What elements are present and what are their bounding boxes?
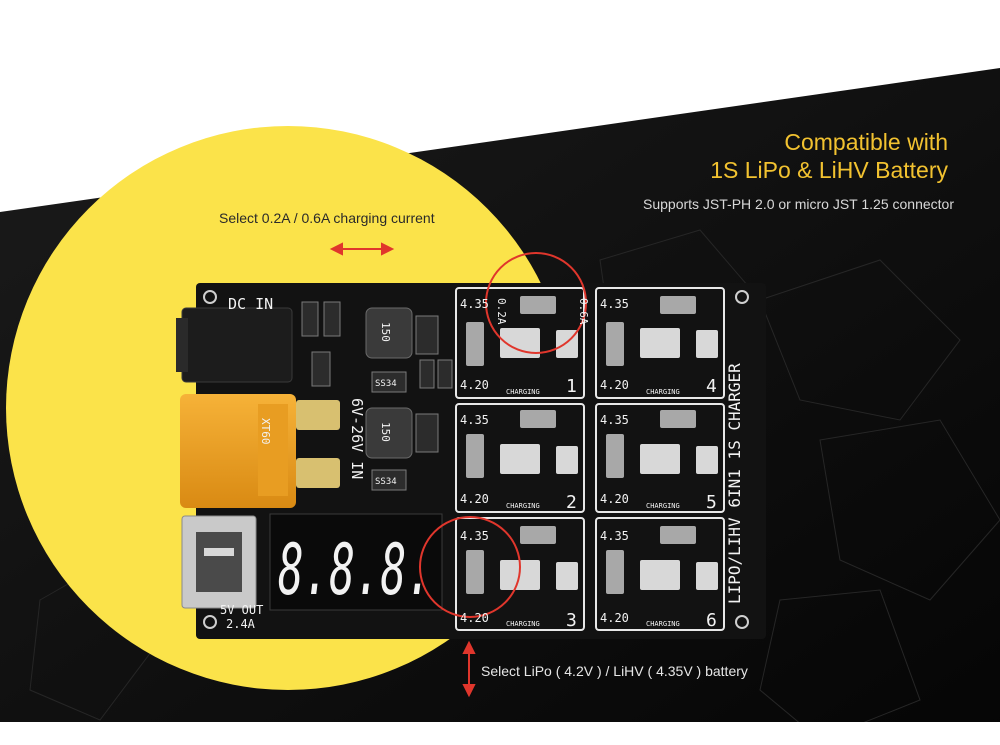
- charger-board: [176, 283, 766, 639]
- charging-current-caption: Select 0.2A / 0.6A charging current: [219, 210, 435, 226]
- voltage-420-label: 4.20: [600, 492, 629, 506]
- voltage-435-label: 4.35: [460, 297, 489, 311]
- channel-number: 4: [706, 376, 717, 397]
- dc-in-label: DC IN: [228, 295, 273, 313]
- battery-switch-highlight: [419, 516, 521, 618]
- voltage-435-label: 4.35: [600, 413, 629, 427]
- xt60-label: XT60: [259, 418, 272, 445]
- charging-label: CHARGING: [506, 620, 540, 628]
- current-switch-highlight: [485, 252, 587, 354]
- voltage-420-label: 4.20: [460, 611, 489, 625]
- connector-support-text: Supports JST-PH 2.0 or micro JST 1.25 co…: [643, 196, 954, 212]
- headline-line-2: 1S LiPo & LiHV Battery: [710, 157, 948, 183]
- voltage-420-label: 4.20: [460, 378, 489, 392]
- voltage-420-label: 4.20: [460, 492, 489, 506]
- inductor: [365, 407, 413, 459]
- side-label: LIPO/LIHV 6IN1 1S CHARGER: [725, 363, 744, 604]
- charging-label: CHARGING: [646, 502, 680, 510]
- usb-out-label: 5V OUT: [220, 603, 263, 617]
- usb-current-label: 2.4A: [226, 617, 256, 631]
- voltage-420-label: 4.20: [600, 611, 629, 625]
- chip-code: SS34: [375, 477, 397, 487]
- charging-label: CHARGING: [506, 502, 540, 510]
- inductor-code: 150: [379, 422, 392, 442]
- channel-grid: [455, 287, 725, 631]
- channel-number: 5: [706, 492, 717, 513]
- seven-segment-display: [269, 513, 443, 611]
- voltage-435-label: 4.35: [600, 529, 629, 543]
- vertical-double-arrow: [462, 640, 476, 698]
- inductor-code: 150: [379, 322, 392, 342]
- chip-code: SS34: [375, 379, 397, 389]
- battery-type-caption: Select LiPo ( 4.2V ) / LiHV ( 4.35V ) ba…: [481, 663, 748, 679]
- current-high-label: 0.6A: [577, 298, 590, 325]
- channel-number: 6: [706, 610, 717, 631]
- channel-number: 1: [566, 376, 577, 397]
- display-digits: 8.8.8.: [278, 529, 432, 611]
- dc-jack: [181, 307, 293, 383]
- headline: Compatible with 1S LiPo & LiHV Battery: [710, 128, 948, 184]
- voltage-in-label: 6V-26V IN: [348, 398, 366, 479]
- horizontal-double-arrow: [329, 242, 395, 256]
- voltage-435-label: 4.35: [460, 413, 489, 427]
- inductor: [365, 307, 413, 359]
- voltage-420-label: 4.20: [600, 378, 629, 392]
- headline-line-1: Compatible with: [784, 129, 948, 155]
- voltage-435-label: 4.35: [460, 529, 489, 543]
- charging-label: CHARGING: [646, 388, 680, 396]
- bottom-band: [0, 722, 1000, 745]
- charging-label: CHARGING: [646, 620, 680, 628]
- charging-label: CHARGING: [506, 388, 540, 396]
- current-low-label: 0.2A: [495, 298, 508, 325]
- voltage-435-label: 4.35: [600, 297, 629, 311]
- channel-number: 3: [566, 610, 577, 631]
- channel-number: 2: [566, 492, 577, 513]
